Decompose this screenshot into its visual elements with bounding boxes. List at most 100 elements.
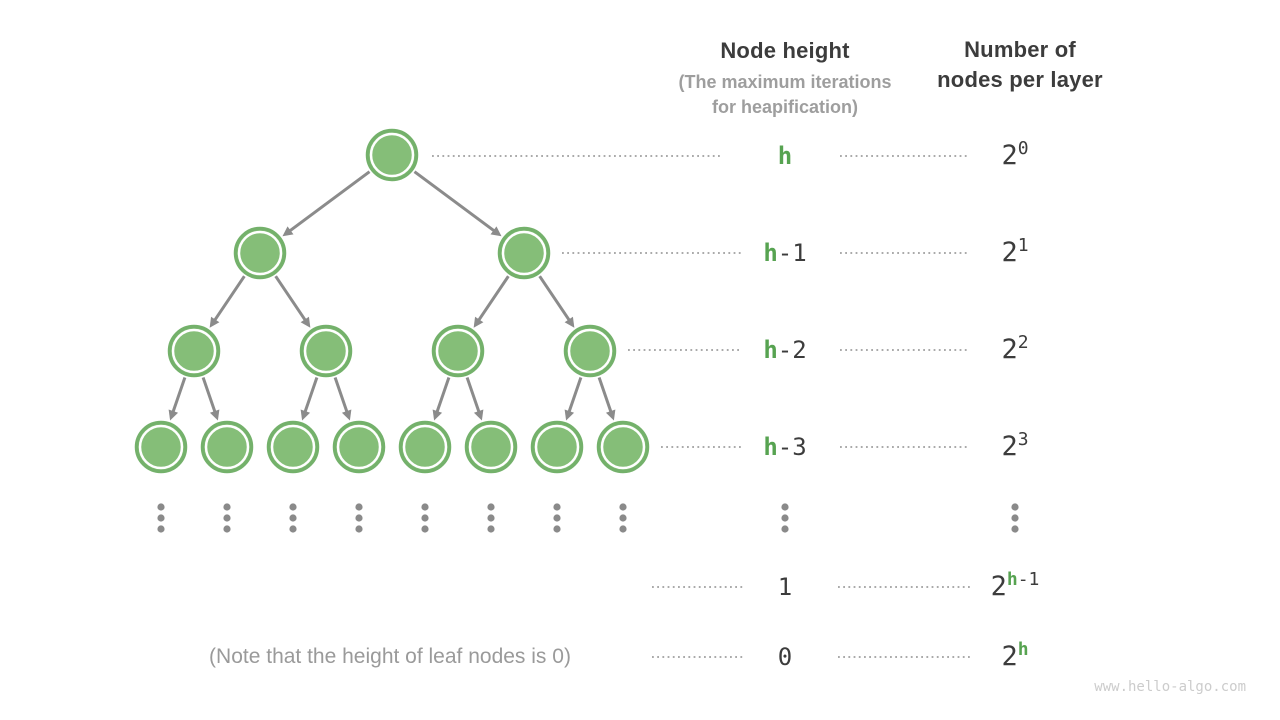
- nodes-per-layer-count: 22: [1001, 330, 1028, 373]
- watermark: www.hello-algo.com: [1094, 679, 1246, 695]
- vertical-ellipsis: [289, 503, 297, 533]
- nodes-per-layer-count: 2h: [1001, 637, 1028, 680]
- tree-node: [497, 226, 551, 280]
- tree-edge-arrow: [168, 376, 187, 421]
- tree-node-ring: [600, 424, 646, 470]
- tree-node: [200, 420, 254, 474]
- node-height-label: h-1: [763, 237, 806, 269]
- tree-edge-arrow: [300, 376, 319, 421]
- green-symbol: h: [1006, 569, 1018, 590]
- tree-edge-arrow: [209, 275, 246, 328]
- tree-node: [266, 420, 320, 474]
- exponent: h: [1018, 639, 1029, 660]
- tree-node: [167, 324, 221, 378]
- node-height-label: h: [778, 140, 792, 172]
- tree-node-ring: [402, 424, 448, 470]
- label-text: 0: [777, 643, 793, 671]
- tree-node-ring: [171, 328, 217, 374]
- tree-edge-arrow: [597, 376, 616, 421]
- tree-edge-arrow: [473, 275, 510, 328]
- green-symbol: h: [763, 433, 778, 461]
- tree-node: [233, 226, 287, 280]
- node-height-label: h-2: [763, 334, 806, 366]
- node-height-subtitle: (The maximum iterations for heapificatio…: [610, 70, 960, 120]
- tree-edge-arrow: [274, 275, 311, 328]
- label-text: 0: [1017, 138, 1029, 159]
- green-symbol: h: [777, 142, 793, 170]
- node-height-label: 0: [778, 641, 792, 673]
- tree-node: [464, 420, 518, 474]
- node-height-header: Node height: [720, 38, 850, 63]
- tree-node: [530, 420, 584, 474]
- vertical-ellipsis: [421, 503, 429, 533]
- vertical-ellipsis: [157, 503, 165, 533]
- tree-edge-arrow: [282, 170, 371, 237]
- exponent: h-1: [1007, 569, 1040, 590]
- tree-node-ring: [501, 230, 547, 276]
- node-height-label: 1: [778, 571, 792, 603]
- label-text: 3: [1017, 429, 1029, 450]
- green-symbol: h: [763, 239, 778, 267]
- label-text: 2: [990, 571, 1007, 602]
- label-text: -1: [777, 239, 807, 267]
- green-symbol: h: [1017, 639, 1029, 660]
- green-symbol: h: [763, 336, 778, 364]
- tree-node: [332, 420, 386, 474]
- vertical-ellipsis: [553, 503, 561, 533]
- tree-node-ring: [369, 132, 415, 178]
- exponent: 2: [1018, 332, 1029, 353]
- tree-edge-arrow: [413, 170, 502, 237]
- exponent: 0: [1018, 138, 1029, 159]
- tree-node-ring: [237, 230, 283, 276]
- exponent: 3: [1018, 429, 1029, 450]
- label-text: 2: [1017, 332, 1029, 353]
- leaf-height-note: (Note that the height of leaf nodes is 0…: [209, 645, 571, 668]
- nodes-per-layer-line2: nodes per layer: [937, 67, 1103, 92]
- tree-edge-arrow: [465, 376, 484, 421]
- nodes-per-layer-count: 23: [1001, 427, 1028, 470]
- tree-node-ring: [270, 424, 316, 470]
- tree-node: [398, 420, 452, 474]
- tree-edge-arrow: [201, 376, 220, 421]
- exponent: 1: [1018, 235, 1029, 256]
- nodes-per-layer-line1: Number of: [964, 37, 1076, 62]
- tree-edge-arrow: [432, 376, 451, 421]
- vertical-ellipsis: [619, 503, 627, 533]
- vertical-ellipsis: [781, 503, 789, 533]
- label-text: -1: [1017, 569, 1040, 590]
- tree-node-ring: [303, 328, 349, 374]
- tree-node: [299, 324, 353, 378]
- tree-node-ring: [204, 424, 250, 470]
- tree-node-ring: [435, 328, 481, 374]
- node-height-label: h-3: [763, 431, 806, 463]
- node-height-subtitle-line1: (The maximum iterations: [678, 72, 892, 92]
- label-text: 2: [1001, 641, 1018, 672]
- nodes-per-layer-count: 20: [1001, 136, 1028, 179]
- label-text: 1: [1017, 235, 1029, 256]
- tree-edge-arrow: [564, 376, 583, 421]
- tree-node: [365, 128, 419, 182]
- nodes-per-layer-count: 21: [1001, 233, 1028, 276]
- tree-node: [596, 420, 650, 474]
- nodes-per-layer-count: 2h-1: [991, 567, 1040, 610]
- vertical-ellipsis: [223, 503, 231, 533]
- label-text: 2: [1001, 237, 1018, 268]
- label-text: 2: [1001, 431, 1018, 462]
- vertical-ellipsis: [1011, 503, 1019, 533]
- label-text: 1: [777, 573, 793, 601]
- tree-node-ring: [567, 328, 613, 374]
- label-text: -2: [777, 336, 807, 364]
- label-text: 2: [1001, 334, 1018, 365]
- tree-node: [563, 324, 617, 378]
- tree-node: [134, 420, 188, 474]
- node-height-subtitle-line2: for heapification): [711, 97, 858, 117]
- tree-node-ring: [534, 424, 580, 470]
- tree-edge-arrow: [538, 275, 575, 328]
- tree-node-ring: [138, 424, 184, 470]
- label-text: 2: [1001, 140, 1018, 171]
- tree-node-ring: [468, 424, 514, 470]
- tree-edge-arrow: [333, 376, 352, 421]
- tree-node-ring: [336, 424, 382, 470]
